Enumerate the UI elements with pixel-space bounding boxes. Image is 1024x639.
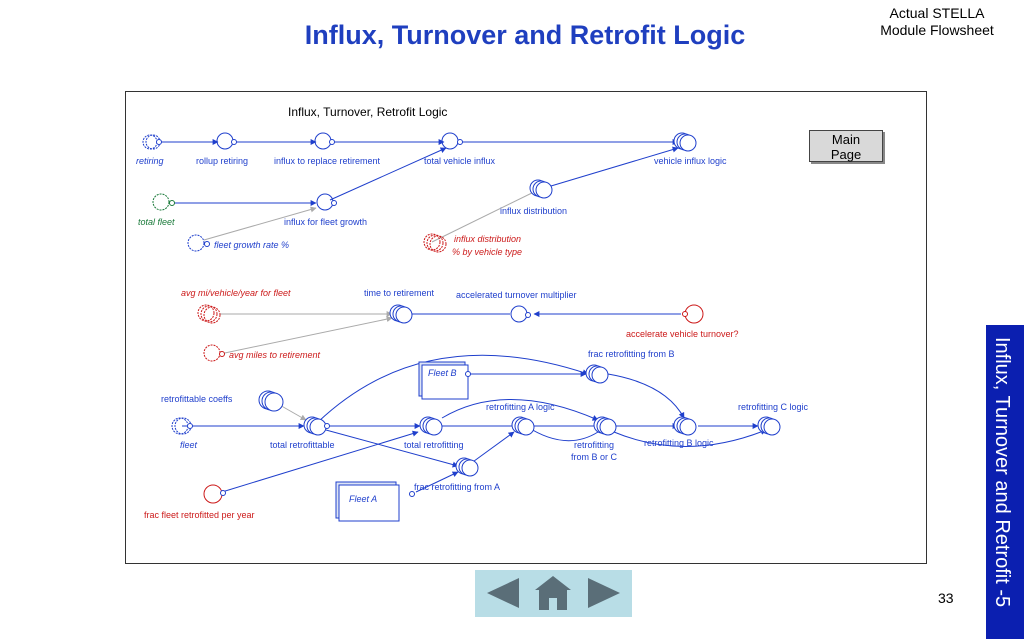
nav-icons [487,576,620,610]
node-fleet-growth-rate-label: fleet growth rate % [214,240,289,250]
node-accelerate-vehicle-turnover-label: accelerate vehicle turnover? [626,329,739,339]
node-total-fleet-label: total fleet [138,217,175,227]
connector-a-logic-bc [525,425,599,442]
connectors [158,139,767,493]
node-avg-mi-vehicle-year[interactable]: avg mi/vehicle/year for fleet [181,288,291,324]
diagram-title: Influx, Turnover, Retrofit Logic [288,105,447,119]
node-total-retrofittable-label: total retrofittable [270,440,335,450]
node-influx-distribution[interactable]: influx distribution [500,179,567,216]
node-avg-miles-to-retirement[interactable]: avg miles to retirement [203,344,321,362]
node-retrofitting-a-logic-label: retrofitting A logic [486,402,555,412]
connector-retrofittable-frac-a [325,429,459,468]
home-icon[interactable] [535,576,571,610]
triangle-right-icon[interactable] [588,578,620,608]
node-fleet-b[interactable]: Fleet B [418,361,471,400]
node-retrofittable-coeffs-label: retrofittable coeffs [161,394,233,404]
node-retrofittable-coeffs[interactable]: retrofittable coeffs [161,390,284,412]
node-total-vehicle-influx-label: total vehicle influx [424,156,496,166]
node-fleet-a-label: Fleet A [349,494,377,504]
node-rollup-retiring-label: rollup retiring [196,156,248,166]
connector-growth-total-influx [329,147,447,201]
connector-avg-miles [219,316,393,355]
diagram-frame: Influx, Turnover, Retrofit Logic [125,91,927,564]
node-time-to-retirement[interactable]: time to retirement [364,288,435,324]
node-influx-to-replace[interactable]: influx to replace retirement [274,132,381,166]
connector-fleet-a-frac-a [415,471,459,493]
main-page-button[interactable]: Main Page [809,130,883,162]
node-total-retrofittable[interactable]: total retrofittable [270,416,335,450]
connector-bc-c-logic [613,429,767,447]
node-retrofitting-c-logic[interactable]: retrofitting C logic [738,402,809,436]
node-influx-for-fleet-growth-label: influx for fleet growth [284,217,367,227]
node-frac-fleet-retrofitted-label: frac fleet retrofitted per year [144,510,255,520]
main-page-button-label: Main Page [830,132,862,162]
side-banner: Influx, Turnover and Retrofit -5 [986,325,1024,639]
node-rollup-retiring[interactable]: rollup retiring [196,132,248,166]
node-influx-to-replace-label: influx to replace retirement [274,156,381,166]
connector-total-bc [441,399,599,421]
node-total-retrofitting[interactable]: total retrofitting [404,416,464,450]
node-fleet-label: fleet [180,440,198,450]
node-influx-distribution-label: influx distribution [500,206,567,216]
slide-title: Influx, Turnover and Retrofit Logic [304,20,746,50]
triangle-left-icon[interactable] [487,578,519,608]
node-frac-retrofitting-from-a[interactable]: frac retrofitting from A [414,457,500,492]
node-total-fleet[interactable]: total fleet [138,193,175,227]
stella-diagram: Influx, Turnover, Retrofit Logic [136,105,809,522]
page-number: 33 [938,590,954,606]
node-influx-for-fleet-growth[interactable]: influx for fleet growth [284,193,367,227]
node-vehicle-influx-logic[interactable]: vehicle influx logic [654,132,727,166]
node-influx-distribution-pct-label-1: influx distribution [454,234,521,244]
node-accelerated-turnover-multiplier[interactable]: accelerated turnover multiplier [456,290,577,323]
node-fleet-b-label: Fleet B [428,368,457,378]
connector-distribution-logic [550,146,679,187]
node-retiring[interactable]: retiring [136,134,164,166]
node-accelerated-turnover-multiplier-label: accelerated turnover multiplier [456,290,577,300]
connector-frac-a-a-logic [469,431,515,465]
connector-frac-fleet-retrofitting [221,430,419,493]
node-frac-fleet-retrofitted[interactable]: frac fleet retrofitted per year [144,484,255,520]
node-accelerate-vehicle-turnover[interactable]: accelerate vehicle turnover? [626,304,739,339]
node-influx-distribution-pct-label-2: % by vehicle type [452,247,522,257]
node-retrofitting-from-b-or-c-label-1: retrofitting [574,440,614,450]
node-fleet-growth-rate[interactable]: fleet growth rate % [187,234,289,252]
corner-label: Actual STELLA Module Flowsheet [862,5,1012,39]
node-fleet-a[interactable]: Fleet A [335,481,415,522]
corner-label-text: Actual STELLA Module Flowsheet [880,5,994,38]
node-influx-distribution-pct[interactable]: influx distribution % by vehicle type [423,233,522,257]
side-banner-text: Influx, Turnover and Retrofit -5 [991,337,1013,608]
nav-bar [475,570,632,617]
connector-frac-b-b-logic [607,373,685,419]
connector-retrofittable-frac-b [317,354,589,423]
connector-growth-rate [203,206,317,241]
node-fleet[interactable]: fleet [171,417,198,450]
node-avg-mi-vehicle-year-label: avg mi/vehicle/year for fleet [181,288,291,298]
node-retiring-label: retiring [136,156,164,166]
node-retrofitting-c-logic-label: retrofitting C logic [738,402,809,412]
connector-coeffs [277,403,307,421]
node-frac-retrofitting-from-a-label: frac retrofitting from A [414,482,500,492]
node-total-vehicle-influx[interactable]: total vehicle influx [424,132,496,166]
node-retrofitting-b-logic[interactable]: retrofitting B logic [644,416,714,448]
node-vehicle-influx-logic-label: vehicle influx logic [654,156,727,166]
node-retrofitting-from-b-or-c-label-2: from B or C [571,452,618,462]
node-frac-retrofitting-from-b-label: frac retrofitting from B [588,349,675,359]
node-avg-miles-to-retirement-label: avg miles to retirement [229,350,321,360]
node-retrofitting-from-b-or-c[interactable]: retrofitting from B or C [571,416,618,462]
node-total-retrofitting-label: total retrofitting [404,440,464,450]
node-retrofitting-b-logic-label: retrofitting B logic [644,438,714,448]
node-time-to-retirement-label: time to retirement [364,288,435,298]
connector-distribution-pct [431,189,539,243]
node-retrofitting-a-logic[interactable]: retrofitting A logic [486,402,555,436]
node-frac-retrofitting-from-b[interactable]: frac retrofitting from B [585,349,675,384]
info-connectors [203,189,539,421]
